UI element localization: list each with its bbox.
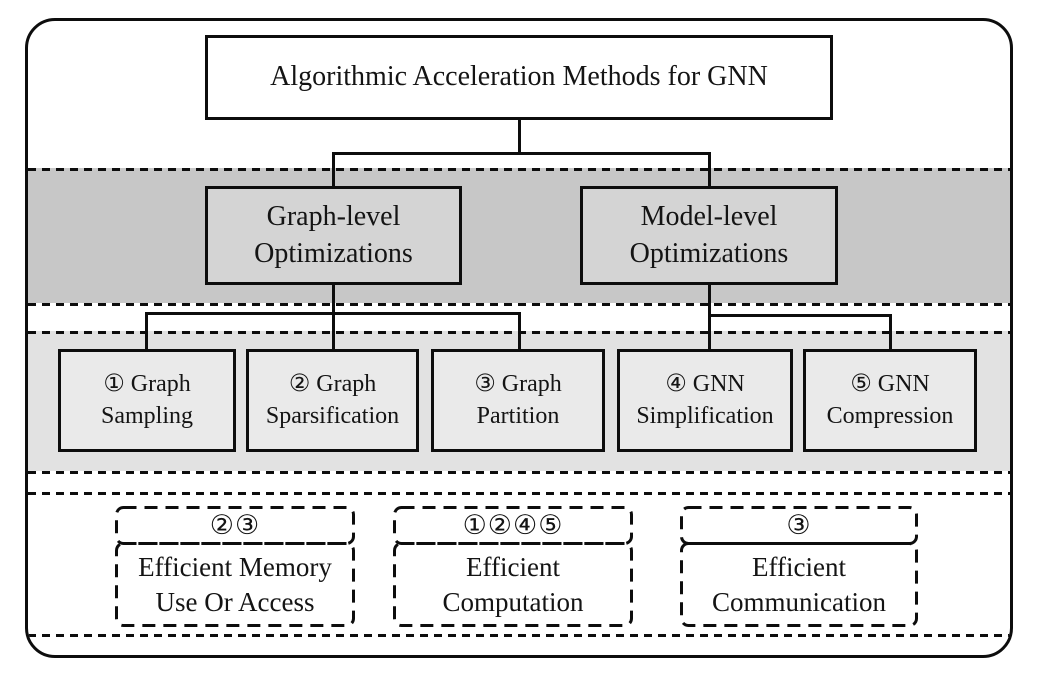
goal-refs-computation: ①②④⑤ bbox=[393, 506, 633, 545]
connector-graph-level-crossbar bbox=[145, 312, 521, 315]
dashed-rect bbox=[680, 506, 918, 545]
connector-root-crossbar bbox=[332, 152, 711, 155]
dashed-rect bbox=[393, 542, 633, 627]
branch-box-graph-level-optimizations: Graph-level Optimizations bbox=[205, 186, 462, 285]
band-level2-optimizations bbox=[28, 168, 1010, 303]
dashed-rect bbox=[115, 506, 355, 545]
connector-drop-gnn-compression bbox=[889, 314, 892, 351]
goal-box-efficient-memory: Efficient Memory Use Or Access bbox=[115, 542, 355, 627]
goal-refs-memory: ②③ bbox=[115, 506, 355, 545]
method-box-graph-sampling: ① Graph Sampling bbox=[58, 349, 236, 452]
goal-box-efficient-communication: Efficient Communication bbox=[680, 542, 918, 627]
dashed-rect bbox=[115, 542, 355, 627]
root-box-algorithmic-acceleration: Algorithmic Acceleration Methods for GNN bbox=[205, 35, 833, 120]
tier-separator-5 bbox=[28, 492, 1010, 495]
connector-model-level-crossbar bbox=[708, 314, 892, 317]
method-box-gnn-simplification: ④ GNN Simplification bbox=[617, 349, 793, 452]
tier-separator-2 bbox=[28, 303, 1010, 306]
tier-separator-4 bbox=[28, 471, 1010, 474]
goal-box-efficient-computation: Efficient Computation bbox=[393, 542, 633, 627]
connector-drop-model-level bbox=[708, 152, 711, 188]
dashed-rect bbox=[680, 542, 918, 627]
method-box-gnn-compression: ⑤ GNN Compression bbox=[803, 349, 977, 452]
connector-graph-level-stem bbox=[332, 283, 335, 351]
tier-separator-1 bbox=[28, 168, 1010, 171]
dashed-rect bbox=[393, 506, 633, 545]
method-box-graph-sparsification: ② Graph Sparsification bbox=[246, 349, 419, 452]
connector-model-level-stem bbox=[708, 283, 711, 351]
connector-drop-graph-sampling bbox=[145, 312, 148, 351]
branch-box-model-level-optimizations: Model-level Optimizations bbox=[580, 186, 838, 285]
connector-root-stem bbox=[518, 118, 521, 155]
connector-drop-graph-partition bbox=[518, 312, 521, 351]
tier-separator-6 bbox=[28, 634, 1010, 637]
connector-drop-graph-level bbox=[332, 152, 335, 188]
goal-refs-communication: ③ bbox=[680, 506, 918, 545]
method-box-graph-partition: ③ Graph Partition bbox=[431, 349, 605, 452]
